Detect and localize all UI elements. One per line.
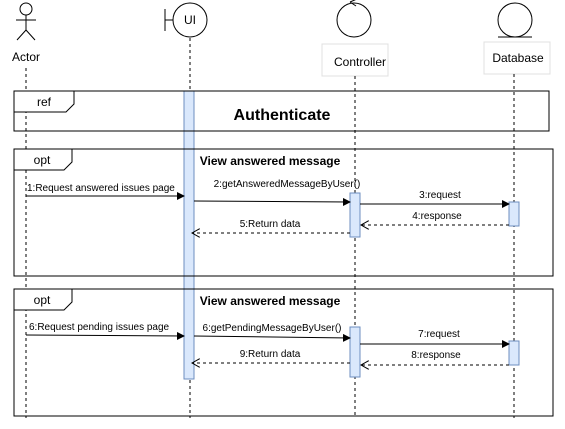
- opt-frame-2-border: [13, 288, 554, 417]
- database-activation-2: [508, 340, 520, 366]
- ref-frame: ref Authenticate: [13, 90, 550, 132]
- ui-activation-bar: [183, 90, 195, 380]
- message-label: 5:Return data: [240, 219, 301, 230]
- database-participant[interactable]: Database: [483, 2, 551, 75]
- message-label: 7:request: [418, 329, 460, 340]
- boundary-icon: [164, 2, 208, 38]
- message-label: 1:Request answered issues page: [27, 183, 175, 194]
- ui-label: UI: [184, 13, 196, 27]
- message-arrow: [193, 197, 351, 206]
- opt-frame-2-tab: [13, 288, 73, 311]
- opt-frame-1: opt View answered message 1:Request answ…: [13, 148, 554, 277]
- message-label: 6:getPendingMessageByUser(): [203, 323, 342, 334]
- message-arrow: [25, 331, 185, 340]
- database-box: [483, 41, 551, 75]
- message-label: 3:request: [419, 190, 461, 201]
- controller-participant[interactable]: Controller: [321, 0, 389, 77]
- ref-frame-tab: [13, 90, 75, 113]
- ui-participant[interactable]: UI: [164, 2, 208, 38]
- opt-frame-1-tab: [13, 148, 73, 171]
- message-label: 4:response: [412, 211, 462, 222]
- opt-frame-2: opt View answered message 6:Request pend…: [13, 288, 554, 417]
- opt-frame-1-tag: opt: [34, 153, 51, 167]
- opt-frame-1-condition: View answered message: [200, 154, 341, 168]
- control-icon: [336, 0, 372, 38]
- controller-activation-2: [349, 326, 361, 378]
- database-label: Database: [492, 51, 544, 65]
- controller-label: Controller: [334, 55, 386, 69]
- actor-label: Actor: [12, 50, 40, 64]
- message-label: 9:Return data: [240, 349, 301, 360]
- actor-icon: [16, 2, 36, 41]
- message-label: 6:Request pending issues page: [29, 322, 170, 333]
- message-label: 2:getAnsweredMessageByUser(): [214, 179, 361, 190]
- database-activation-1: [508, 201, 520, 227]
- opt-frame-2-tag: opt: [34, 293, 51, 307]
- entity-icon: [497, 2, 533, 38]
- opt-frame-1-border: [13, 148, 554, 277]
- ref-frame-tag: ref: [37, 95, 52, 109]
- controller-activation-1: [349, 192, 361, 238]
- ref-frame-title: Authenticate: [234, 107, 331, 124]
- opt-frame-2-condition: View answered message: [200, 294, 341, 308]
- message-label: 8:response: [411, 350, 461, 361]
- actor-participant[interactable]: Actor: [12, 2, 40, 64]
- message-arrow: [193, 333, 351, 342]
